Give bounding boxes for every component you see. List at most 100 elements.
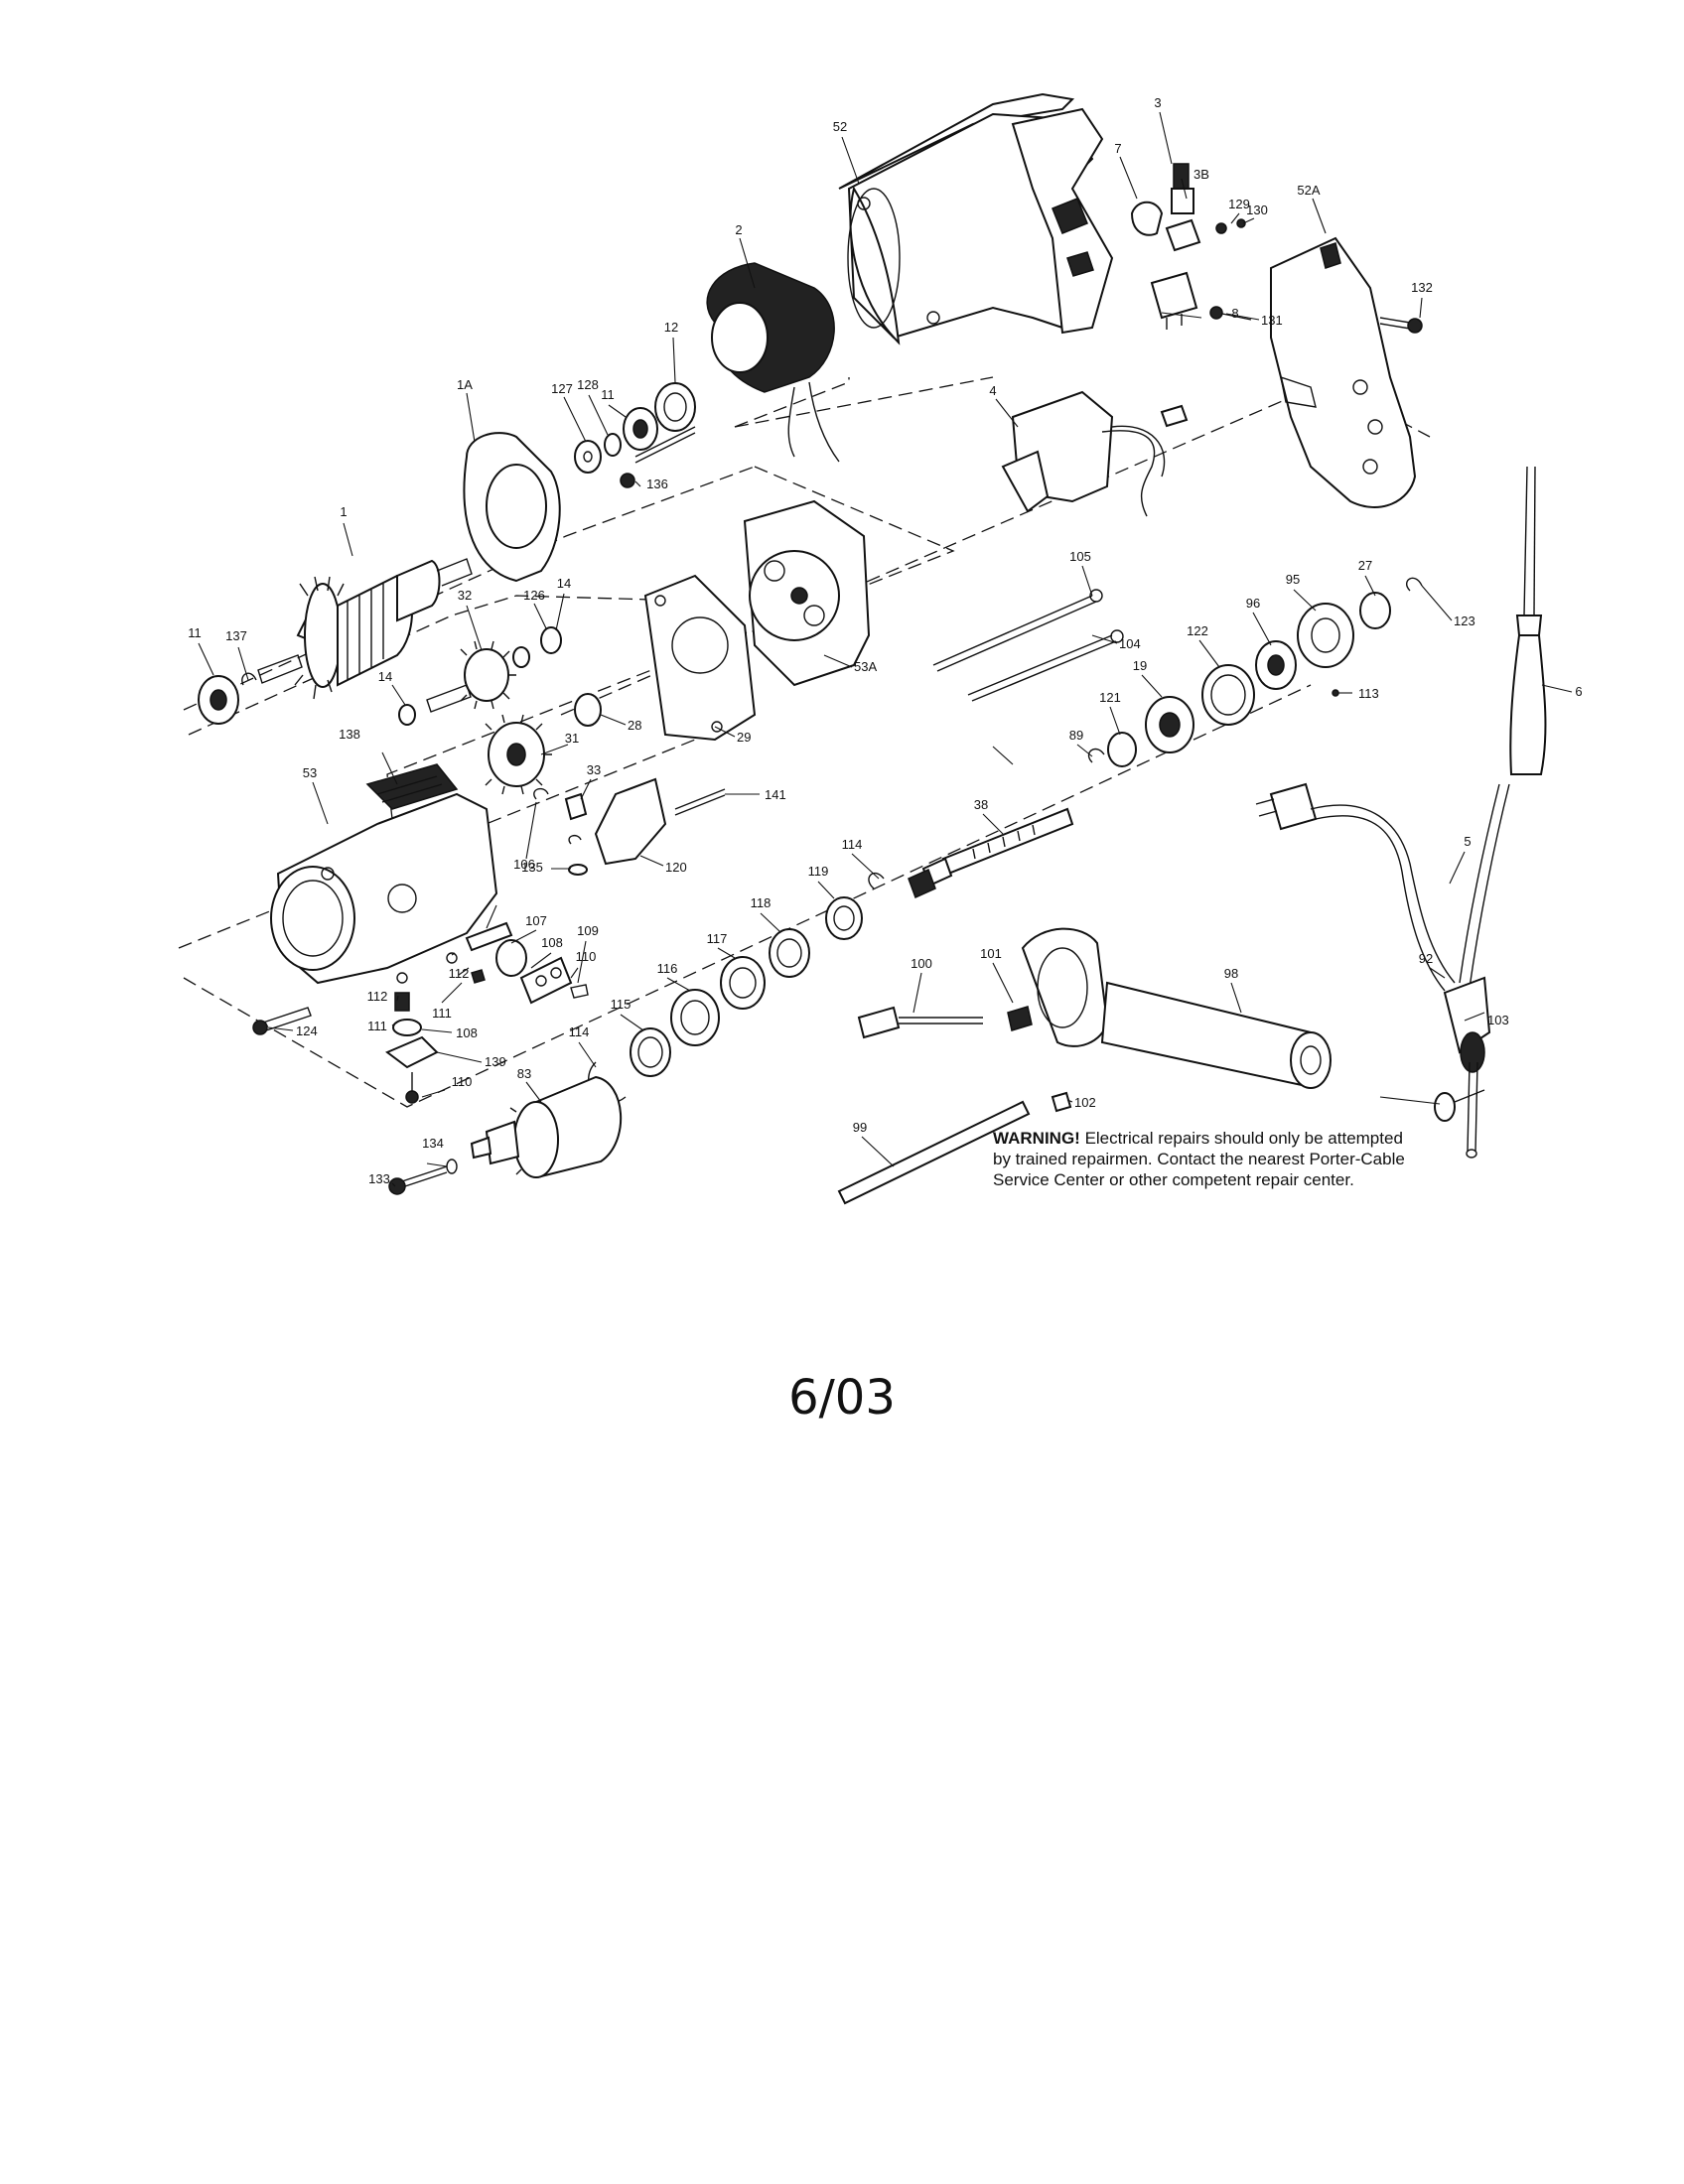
part-29-plate [643,574,757,742]
label-139: 139 [485,1054,506,1069]
part-1a-baffle [463,432,561,583]
label-19: 19 [1133,658,1147,673]
label-107: 107 [525,913,547,928]
label-53a: 53A [854,659,877,674]
exploded-parts-diagram: 1 1A 2 3 3B 4 5 6 7 8 11 11 12 14 14 19 … [178,92,1583,1205]
label-38: 38 [974,797,988,812]
label-83: 83 [517,1066,531,1081]
part-137-11-bearing [198,672,257,725]
label-2: 2 [735,222,742,237]
page-date: 6/03 [788,1370,896,1426]
label-1a: 1A [457,377,473,392]
label-95: 95 [1286,572,1300,587]
label-131: 131 [1261,313,1283,328]
part-99-100-101-102 [837,1006,1072,1205]
part-1-armature [257,558,473,700]
part-32-gear-shaft [426,640,516,713]
label-119: 119 [808,864,829,879]
part-124-screw [252,1007,312,1035]
label-11b: 11 [601,387,615,402]
label-89: 89 [1069,728,1083,743]
label-8: 8 [1231,306,1238,321]
label-52: 52 [833,119,847,134]
part-129-130-131-screws [1209,218,1252,321]
label-127: 127 [551,381,573,396]
part-132-screw [1379,317,1423,334]
label-110a: 110 [576,949,597,964]
label-6: 6 [1575,684,1582,699]
part-31-gear [485,714,552,795]
label-129: 129 [1228,197,1250,211]
part-83-chuck [470,1075,622,1178]
warning-heading: WARNING! [993,1129,1080,1148]
label-124: 124 [296,1024,318,1038]
part-33-120-141 [533,777,726,876]
label-33: 33 [587,762,601,777]
label-114a: 114 [842,837,863,852]
part-53a-gear-housing [743,499,871,687]
label-115: 115 [611,997,632,1012]
label-118: 118 [751,895,772,910]
label-112a: 112 [449,966,470,981]
warning-note: WARNING! Electrical repairs should only … [993,1128,1410,1190]
part-133-134-screw [388,1159,458,1195]
label-29: 29 [737,730,751,745]
part-labels: 1 1A 2 3 3B 4 5 6 7 8 11 11 12 14 14 19 … [188,95,1582,1186]
part-136-screw [620,426,696,488]
part-52-motor-housing [838,92,1114,345]
part-3-3b-7-8-brushes [1130,163,1201,330]
label-3b: 3B [1193,167,1209,182]
label-106: 106 [513,857,535,872]
label-121: 121 [1099,690,1121,705]
label-52a: 52A [1297,183,1320,198]
label-116: 116 [657,961,678,976]
label-138: 138 [339,727,360,742]
label-112b: 112 [367,989,388,1004]
label-126: 126 [523,588,545,603]
part-107-110-selector [446,921,589,1005]
label-14b: 14 [557,576,571,591]
label-5: 5 [1464,834,1471,849]
label-102: 102 [1074,1095,1096,1110]
label-96: 96 [1246,596,1260,611]
label-110b: 110 [452,1074,473,1089]
label-141: 141 [765,787,786,802]
label-137: 137 [225,628,247,643]
label-100: 100 [911,956,932,971]
label-32: 32 [458,588,472,603]
part-38-spindle [868,807,1074,899]
label-109: 109 [577,923,599,938]
label-113: 113 [1358,686,1379,701]
leader-lines [198,111,1573,1187]
label-4: 4 [989,383,996,398]
label-53: 53 [303,765,317,780]
part-103-cord-clamp [1434,976,1491,1159]
label-108b: 108 [456,1025,478,1040]
part-108-139-111-112-stack [385,972,439,1104]
part-2-field-coil [706,262,840,463]
label-136: 136 [646,477,668,491]
label-11a: 11 [188,625,202,640]
label-7: 7 [1114,141,1121,156]
label-31: 31 [565,731,579,746]
label-123: 123 [1454,614,1475,628]
label-103: 103 [1487,1013,1509,1027]
label-111a: 111 [432,1006,452,1021]
label-105: 105 [1069,549,1091,564]
part-6-cord-sleeve [1509,466,1547,775]
warning-body: Electrical repairs should only be attemp… [993,1129,1405,1189]
label-1: 1 [340,504,347,519]
part-spindle-bearings [1087,577,1423,767]
part-52a-handle-half [1270,236,1417,508]
label-98: 98 [1224,966,1238,981]
part-53-gear-case [270,763,498,985]
part-98-side-handle [1021,927,1332,1089]
label-12: 12 [664,320,678,335]
label-133: 133 [368,1171,390,1186]
part-4-trigger-switch [1001,390,1189,517]
label-120: 120 [665,860,687,875]
label-14a: 14 [378,669,392,684]
label-114b: 114 [569,1024,590,1039]
label-28: 28 [628,718,641,733]
part-104-105-rods [932,589,1124,702]
